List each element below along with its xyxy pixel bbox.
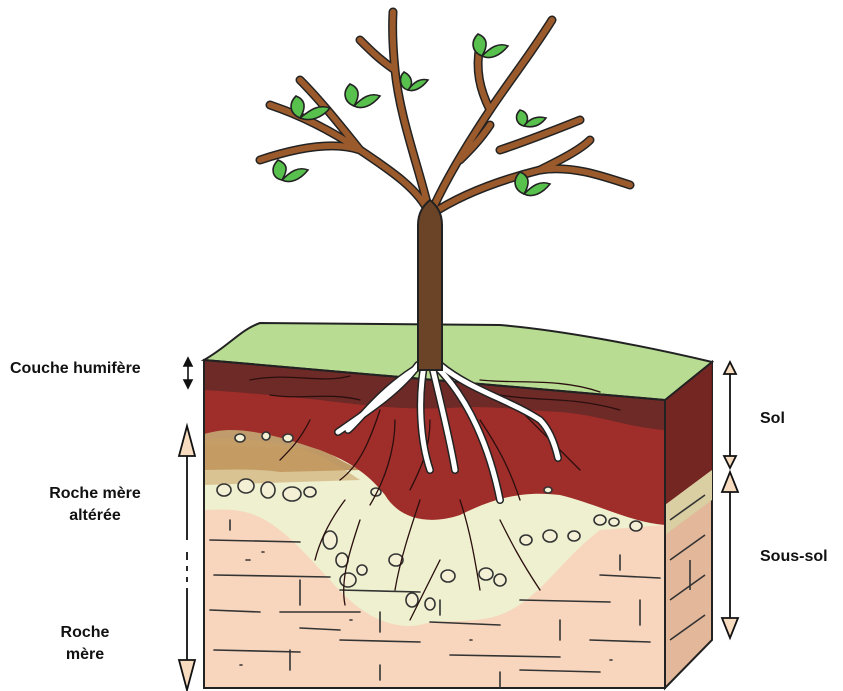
sol-arrow bbox=[724, 362, 736, 468]
label-roche-mere-line2: mère bbox=[40, 644, 130, 666]
tree bbox=[260, 12, 630, 370]
label-couche-humifere: Couche humifère bbox=[10, 358, 141, 380]
label-roche-mere-line1: Roche bbox=[40, 622, 130, 644]
tree-trunk bbox=[418, 200, 442, 370]
humus-arrow bbox=[184, 358, 192, 388]
label-roche-mere: Roche mère bbox=[40, 622, 130, 666]
label-sous-sol: Sous-sol bbox=[760, 546, 828, 568]
label-sol: Sol bbox=[760, 408, 785, 430]
label-roche-mere-alteree: Roche mère altérée bbox=[20, 483, 170, 527]
roche-mere-arrow bbox=[179, 426, 195, 690]
soil-block bbox=[204, 323, 712, 688]
leaves bbox=[273, 34, 550, 196]
sous-sol-arrow bbox=[722, 472, 738, 638]
label-roche-mere-alteree-line1: Roche mère bbox=[20, 483, 170, 505]
label-roche-mere-alteree-line2: altérée bbox=[20, 505, 170, 527]
